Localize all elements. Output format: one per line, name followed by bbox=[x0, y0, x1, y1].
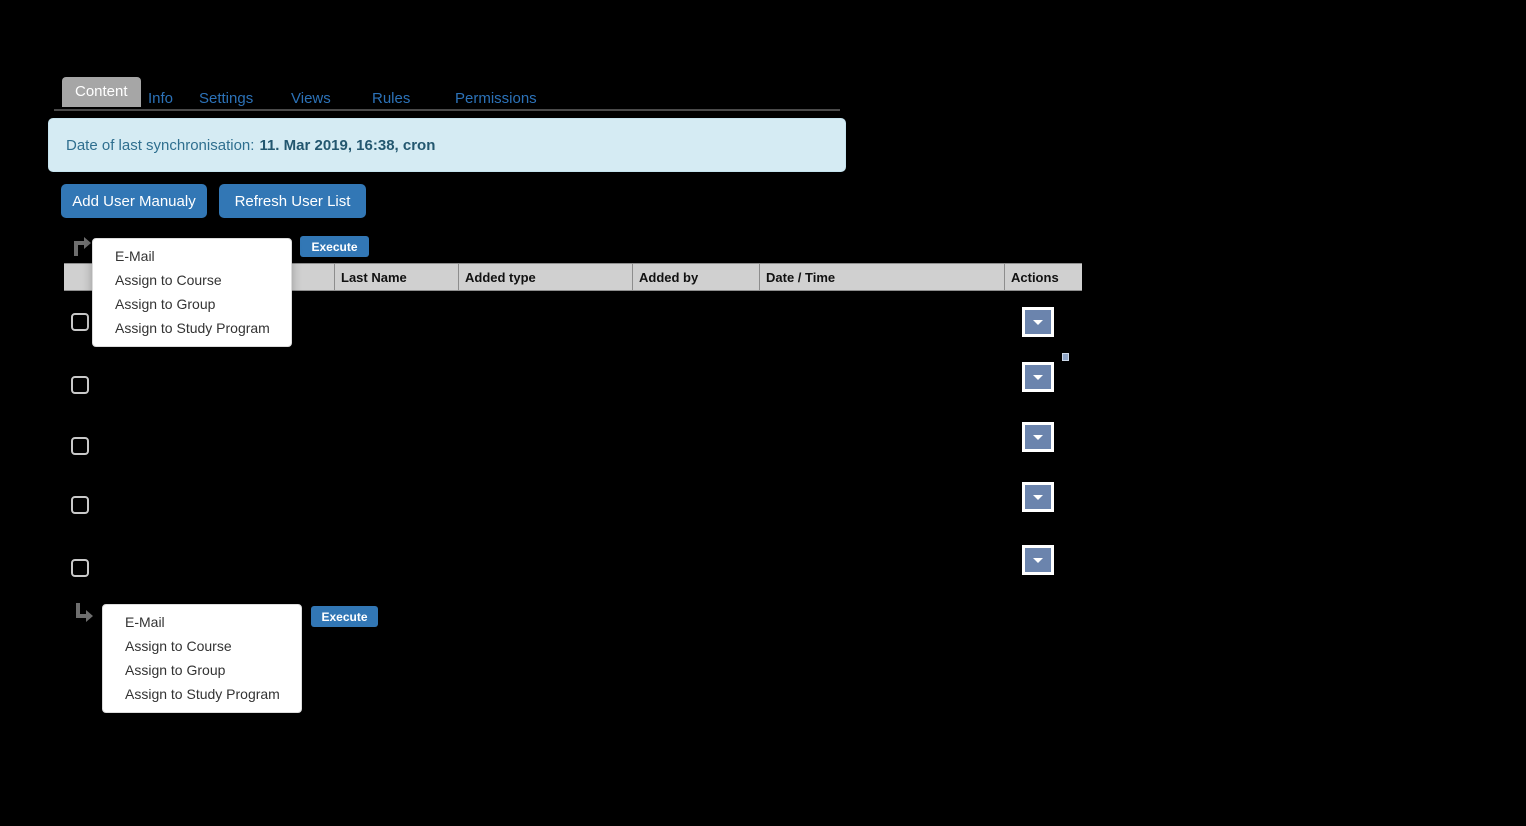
caret-down-icon bbox=[1033, 434, 1043, 440]
level-down-arrow-icon bbox=[74, 601, 94, 623]
column-header-last-name[interactable]: Last Name bbox=[335, 264, 459, 290]
row-actions-dropdown-button[interactable] bbox=[1022, 545, 1054, 575]
tab-rules[interactable]: Rules bbox=[372, 90, 411, 107]
add-user-manually-button[interactable]: Add User Manualy bbox=[61, 184, 207, 218]
sync-label: Date of last synchronisation: bbox=[66, 136, 255, 154]
tab-settings[interactable]: Settings bbox=[199, 90, 254, 107]
row-actions-dropdown-button[interactable] bbox=[1022, 362, 1054, 392]
column-header-actions: Actions bbox=[1011, 269, 1059, 285]
row-select-checkbox[interactable] bbox=[71, 559, 89, 577]
bulk-action-menu-bottom[interactable]: E-Mail Assign to Course Assign to Group … bbox=[102, 604, 302, 713]
sync-info-banner: Date of last synchronisation: 11. Mar 20… bbox=[48, 118, 846, 172]
row-select-checkbox[interactable] bbox=[71, 376, 89, 394]
menu-item-assign-to-course[interactable]: Assign to Course bbox=[125, 638, 232, 654]
caret-down-icon bbox=[1033, 494, 1043, 500]
column-header-date-time[interactable]: Date / Time bbox=[760, 264, 1005, 290]
execute-button-bottom[interactable]: Execute bbox=[311, 606, 378, 627]
row-select-checkbox[interactable] bbox=[71, 313, 89, 331]
sync-timestamp: 11. Mar 2019, 16:38, cron bbox=[259, 136, 436, 154]
row-actions-dropdown-button[interactable] bbox=[1022, 307, 1054, 337]
menu-item-email[interactable]: E-Mail bbox=[125, 614, 165, 630]
menu-item-assign-to-study-program[interactable]: Assign to Study Program bbox=[115, 320, 270, 336]
column-header-added-type[interactable]: Added type bbox=[459, 264, 633, 290]
row-select-checkbox[interactable] bbox=[71, 437, 89, 455]
menu-item-assign-to-group[interactable]: Assign to Group bbox=[125, 662, 226, 678]
stray-glyph-artifact bbox=[1062, 353, 1069, 361]
column-header-salutation[interactable] bbox=[222, 264, 335, 290]
row-actions-dropdown-button[interactable] bbox=[1022, 422, 1054, 452]
execute-button-top[interactable]: Execute bbox=[300, 236, 369, 257]
caret-down-icon bbox=[1033, 319, 1043, 325]
menu-item-assign-to-group[interactable]: Assign to Group bbox=[115, 296, 216, 312]
column-header-added-by[interactable]: Added by bbox=[633, 264, 760, 290]
row-select-checkbox[interactable] bbox=[71, 496, 89, 514]
menu-item-assign-to-course[interactable]: Assign to Course bbox=[115, 272, 222, 288]
tab-permissions[interactable]: Permissions bbox=[455, 90, 537, 107]
tab-content[interactable]: Content bbox=[62, 77, 141, 107]
tab-views[interactable]: Views bbox=[291, 90, 331, 107]
level-up-arrow-icon bbox=[72, 236, 92, 258]
bulk-action-menu-top[interactable]: E-Mail Assign to Course Assign to Group … bbox=[92, 238, 292, 347]
row-actions-dropdown-button[interactable] bbox=[1022, 482, 1054, 512]
tab-info[interactable]: Info bbox=[148, 90, 174, 107]
menu-item-assign-to-study-program[interactable]: Assign to Study Program bbox=[125, 686, 280, 702]
menu-item-email[interactable]: E-Mail bbox=[115, 248, 155, 264]
tab-bar: Content Info Settings Views Rules Permis… bbox=[54, 77, 840, 111]
caret-down-icon bbox=[1033, 374, 1043, 380]
caret-down-icon bbox=[1033, 557, 1043, 563]
refresh-user-list-button[interactable]: Refresh User List bbox=[219, 184, 366, 218]
